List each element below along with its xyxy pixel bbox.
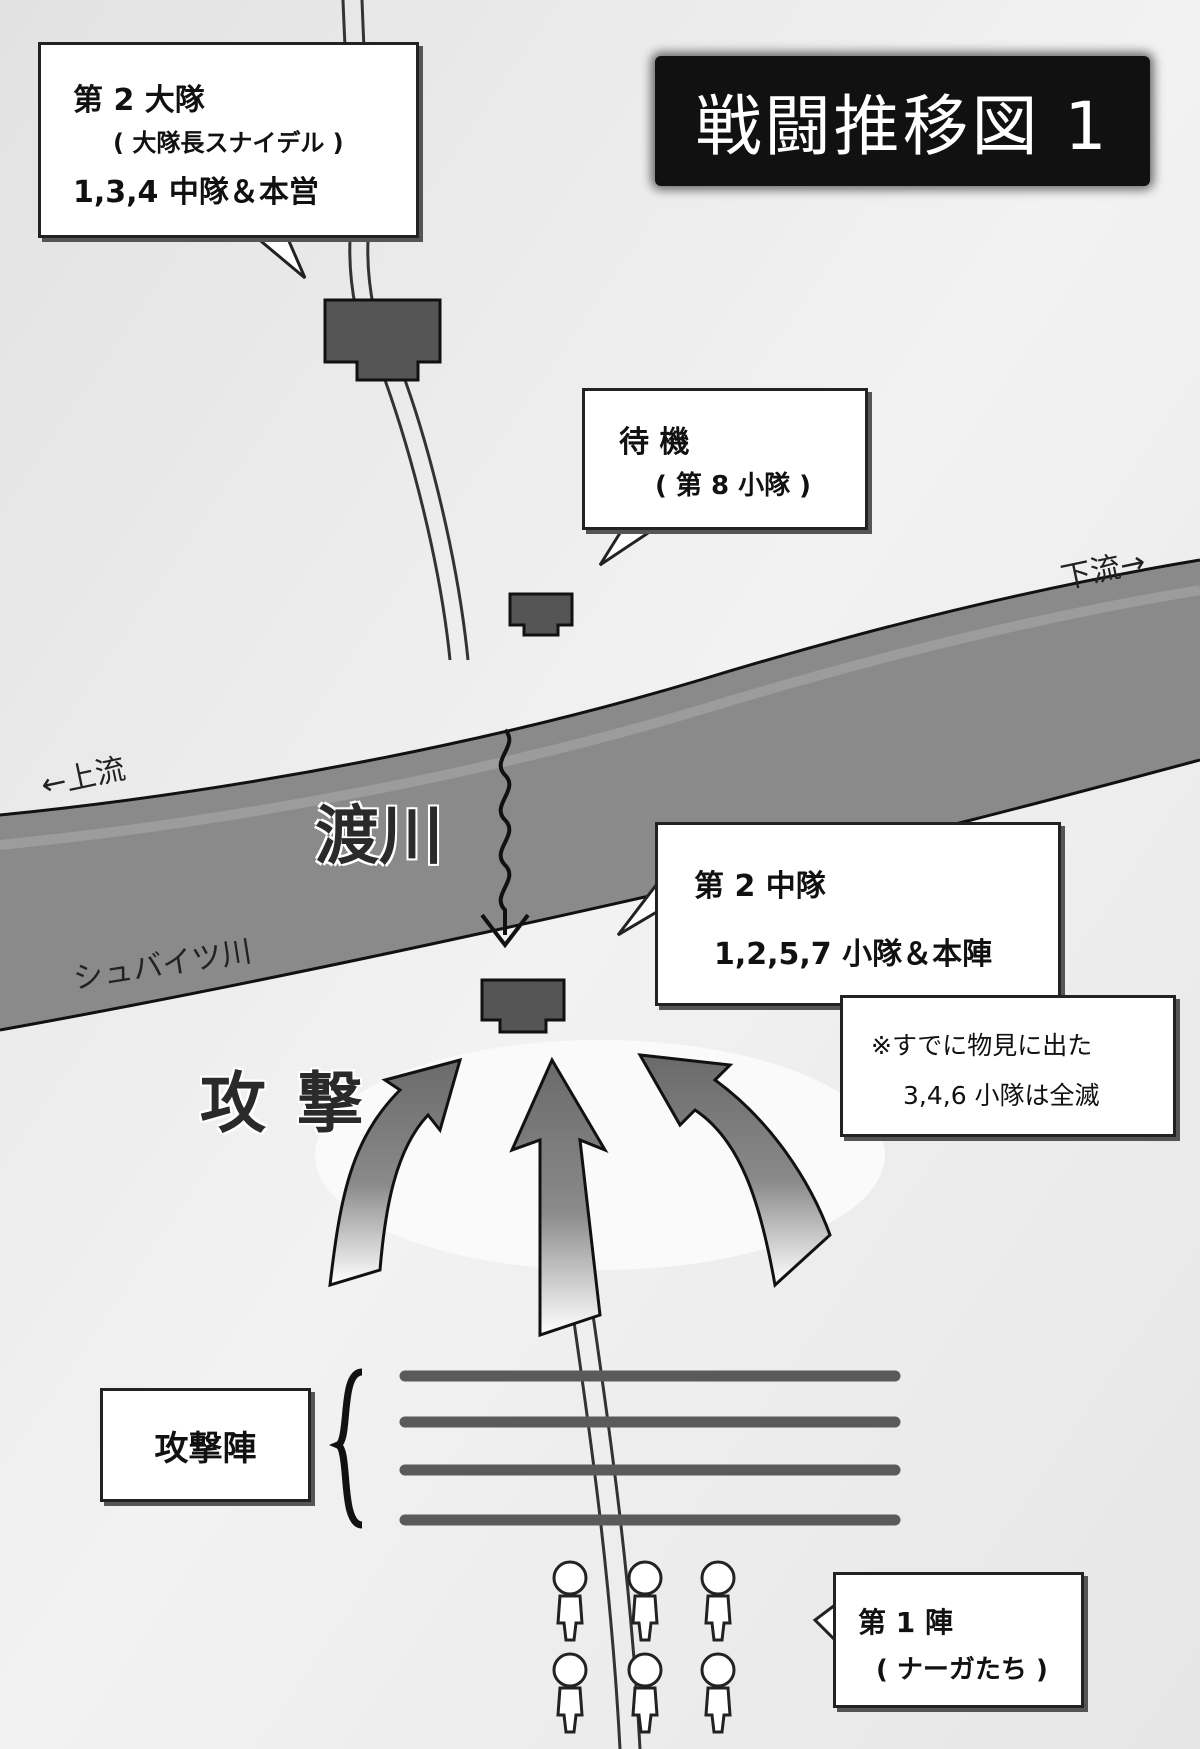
- company-unit-marker: [480, 978, 566, 1034]
- attack-arrow-right: [637, 1053, 832, 1288]
- formation-brace: [329, 1368, 364, 1529]
- clearing: [315, 1040, 885, 1270]
- front-units: ( ナーガたち ): [876, 1655, 1048, 1685]
- formation-label: 攻撃陣: [100, 1388, 311, 1502]
- formation-text: 攻撃陣: [154, 1428, 257, 1469]
- attack-arrow-center: [509, 1056, 609, 1338]
- battalion-title: 第 2 大隊: [73, 83, 205, 118]
- crossing-arrow-head: [480, 913, 530, 949]
- standby-callout: 待 機 ( 第 8 小隊 ): [582, 388, 868, 530]
- standby-unit-marker: [508, 592, 574, 637]
- company-units: 1,2,5,7 小隊＆本陣: [714, 937, 993, 972]
- attack-label: 攻 撃: [200, 1064, 367, 1142]
- front-callout: 第 1 陣 ( ナーガたち ): [833, 1572, 1084, 1708]
- battalion-callout: 第 2 大隊 ( 大隊長スナイデル ) 1,3,4 中隊＆本営: [38, 42, 419, 238]
- standby-unit: ( 第 8 小隊 ): [655, 471, 812, 501]
- battalion-commander: ( 大隊長スナイデル ): [113, 129, 344, 157]
- note-line2: 3,4,6 小隊は全滅: [903, 1081, 1100, 1110]
- crossing-label: 渡川: [315, 799, 443, 874]
- river-bank-north: [0, 558, 1200, 817]
- formation-lines: [399, 1370, 901, 1526]
- battalion-units: 1,3,4 中隊＆本営: [73, 175, 319, 210]
- river: [0, 560, 1200, 1030]
- front-title: 第 1 陣: [858, 1606, 953, 1639]
- river-edge-shade: [0, 585, 1200, 850]
- diagram-title: 戦闘推移図 1: [655, 56, 1150, 186]
- crossing-arrow: [498, 728, 512, 935]
- battalion-hq-marker: [323, 298, 442, 382]
- company-title: 第 2 中隊: [694, 869, 826, 904]
- annihilation-note: ※すでに物見に出た 3,4,6 小隊は全滅: [840, 995, 1176, 1137]
- soldiers: [552, 1560, 736, 1734]
- company-callout: 第 2 中隊 1,2,5,7 小隊＆本陣: [655, 822, 1061, 1006]
- attack-arrow-left: [328, 1057, 463, 1288]
- note-line1: ※すでに物見に出た: [871, 1031, 1093, 1060]
- standby-title: 待 機: [619, 425, 690, 460]
